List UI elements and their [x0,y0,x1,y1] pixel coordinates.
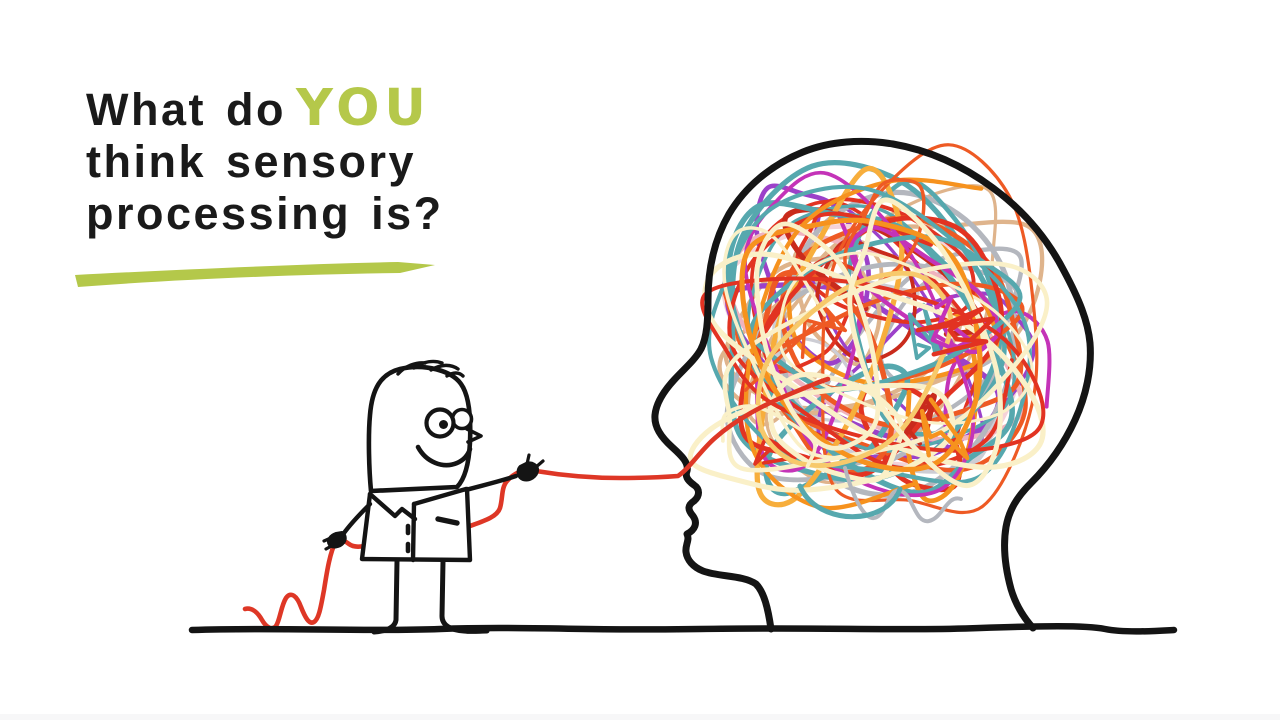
left-leg [371,558,400,635]
lab-coat [359,486,473,563]
thread-behind-coat [467,467,527,529]
tangle-stroke [739,217,983,472]
thread-to-head [533,376,831,481]
frame-bottom-edge [0,714,1280,720]
tangle-stroke [843,178,926,290]
coat-pocket [435,516,460,526]
right-arm [463,473,519,493]
marker-underline [75,262,435,287]
tangle-stroke [919,397,970,461]
tangle-stroke [755,270,954,468]
tangle-stroke [700,276,1046,453]
title-line-2: think sensory [86,136,417,187]
tangle-stroke [754,221,881,451]
ground-line [188,623,1178,635]
scientist-smile [415,444,473,468]
left-arm [341,501,373,536]
scientist-nose [465,427,483,444]
scientist-head [366,364,473,494]
coat-front-edge [410,501,417,563]
tangle-stroke [847,197,1003,489]
right-leg [439,558,490,634]
tangle-stroke [795,197,976,325]
title-text-black: What do [86,84,286,135]
brain-tangle [687,143,1052,515]
red-thread [242,376,831,631]
tangle-stroke [687,382,956,493]
scientist-hair [396,359,465,378]
right-hand [516,461,540,482]
tangle-stroke [768,371,905,483]
tangle-stroke [702,251,1046,470]
title-line-3: processing is? [86,188,444,239]
left-hand-fingers [322,535,337,551]
head-profile-outline [651,137,1094,633]
scientist [322,359,545,635]
accent-word: YOU [295,79,431,138]
right-hand-thumb [525,453,545,469]
tangle-stroke [722,260,1050,473]
thread-ground-squiggle [242,537,367,631]
coat-top-edge [411,486,469,507]
teal-dangle-arc [797,483,903,520]
coat-lapel [367,491,418,522]
tangle-stroke [915,306,996,357]
tangle-stroke [720,404,817,469]
eye-pupil [439,420,448,429]
